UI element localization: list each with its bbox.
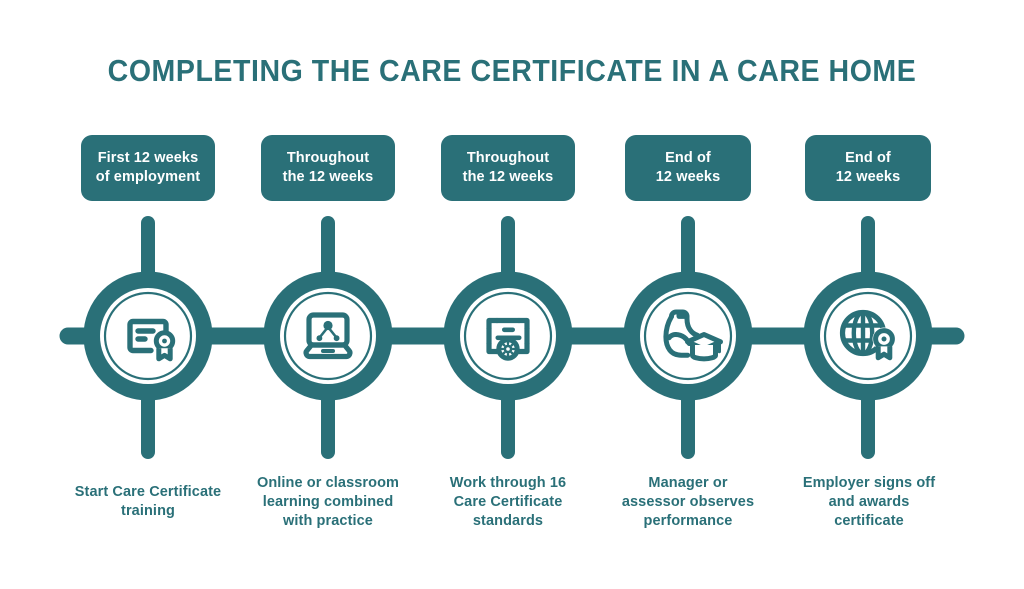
node-ring-2 [263,271,393,401]
step-badge-4-line2: 12 weeks [655,169,721,185]
node-core-5 [820,288,916,384]
step-caption-4-line1: Manager or [648,475,728,491]
node-ring-3 [443,271,573,401]
step-icon-4 [648,296,728,376]
node-ring-5 [803,271,933,401]
node-ring-1 [83,271,213,401]
node-inner-outline-2 [283,291,373,381]
step-icon-1 [108,296,188,376]
step-caption-5: Employer signs off and awards certificat… [778,474,960,531]
step-caption-4: Manager or assessor observes performance [598,474,778,531]
node-ring-4 [623,271,753,401]
step-caption-5-line2: and awards [828,494,910,510]
step-caption-2-line2: learning combined [262,494,394,510]
certificate-seal-icon [127,318,176,362]
step-badge-3-line1: Throughout [466,150,550,166]
step-icon-2 [288,296,368,376]
step-caption-5-line1: Employer signs off [802,475,936,491]
step-caption-4-line2: assessor observes [621,494,755,510]
step-badge-4-line1: End of [665,150,711,166]
step-badge-2[interactable]: Throughout the 12 weeks [261,135,395,201]
step-caption-1-line2: training [121,503,175,519]
flexed-arm-graduation-cap-icon [663,309,723,362]
step-caption-1: Start Care Certificate training [48,483,248,521]
page-title: COMPLETING THE CARE CERTIFICATE IN A CAR… [107,53,917,88]
step-icon-5 [828,296,908,376]
step-badge-3[interactable]: Throughout the 12 weeks [441,135,575,201]
laptop-network-icon [303,312,353,360]
step-caption-3-line2: Care Certificate [453,494,563,510]
step-badge-5-line1: End of [845,150,891,166]
step-caption-2-line3: with practice [283,513,373,529]
step-badge-2-line2: the 12 weeks [282,169,374,185]
step-icon-3 [468,296,548,376]
step-caption-3: Work through 16 Care Certificate standar… [423,474,593,531]
step-badge-1-line1: First 12 weeks [97,150,199,166]
step-badge-5-line2: 12 weeks [835,169,901,185]
step-badge-4[interactable]: End of 12 weeks [625,135,751,201]
step-caption-4-line3: performance [643,513,733,529]
step-caption-3-line1: Work through 16 [449,475,567,491]
node-core-2 [280,288,376,384]
step-caption-1-line1: Start Care Certificate [74,484,222,500]
step-caption-5-line3: certificate [834,513,904,529]
node-inner-outline-3 [463,291,553,381]
step-badge-2-line1: Throughout [286,150,370,166]
node-inner-outline-1 [103,291,193,381]
step-caption-3-line3: standards [472,513,544,529]
step-badge-3-line2: the 12 weeks [462,169,554,185]
standards-document-icon [486,317,530,361]
step-badge-5[interactable]: End of 12 weeks [805,135,931,201]
step-badge-1-line2: of employment [95,169,201,185]
node-inner-outline-5 [823,291,913,381]
globe-award-icon [839,309,896,361]
step-badge-1[interactable]: First 12 weeks of employment [81,135,215,201]
node-inner-outline-4 [643,291,733,381]
step-caption-2-line1: Online or classroom [256,475,400,491]
step-caption-2: Online or classroom learning combined wi… [238,474,418,531]
